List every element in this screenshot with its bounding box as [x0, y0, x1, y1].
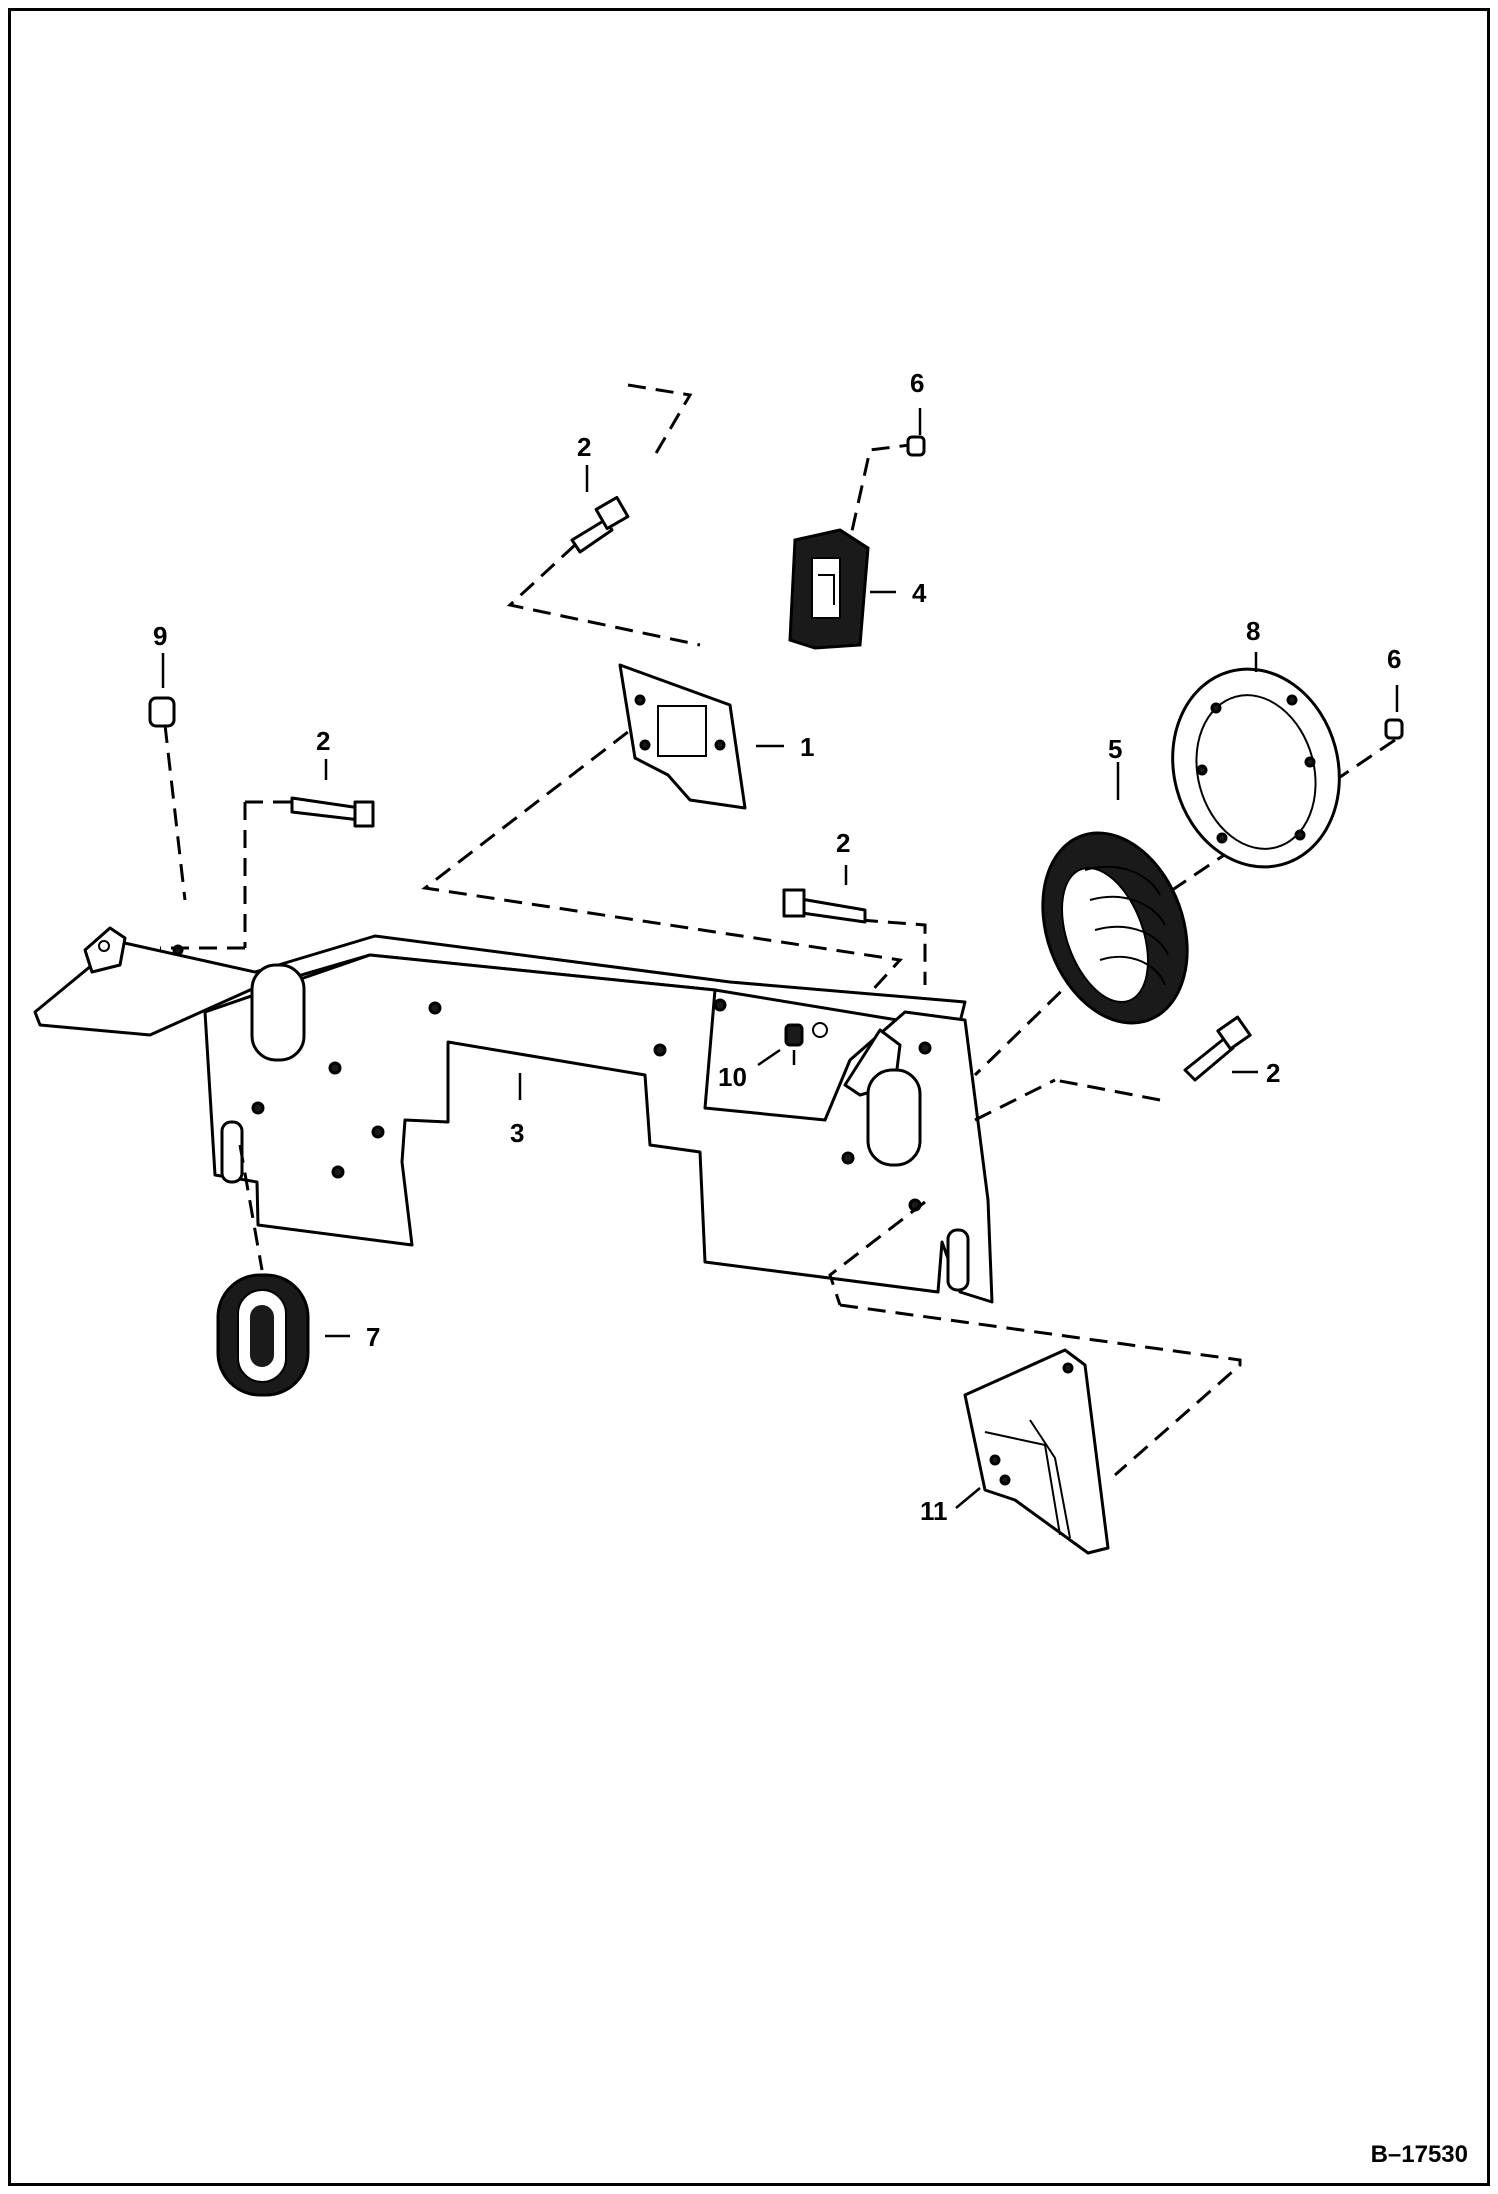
callout-9: 9 — [153, 621, 167, 651]
callout-2-right: 2 — [1266, 1058, 1280, 1088]
fitting-10 — [784, 1023, 804, 1065]
bolt-top — [570, 495, 630, 554]
leader-lines — [161, 408, 1399, 1509]
callout-2-center: 2 — [836, 828, 850, 858]
nut-6-right — [1384, 718, 1404, 740]
nut-6-top — [906, 435, 926, 457]
callout-labels: 1 2 2 2 2 3 4 5 6 6 7 8 9 10 11 — [153, 368, 1401, 1526]
gasket-part-8 — [1171, 667, 1341, 869]
bolt-center — [782, 888, 867, 924]
block-part-4 — [788, 528, 870, 650]
callout-11: 11 — [920, 1496, 948, 1526]
boot-part-5 — [1041, 831, 1189, 1025]
callout-10: 10 — [718, 1062, 747, 1092]
figure-id: B–17530 — [1371, 2141, 1468, 2168]
callout-2-left: 2 — [316, 726, 330, 756]
panel-part-3 — [33, 926, 994, 1304]
callout-7: 7 — [366, 1322, 380, 1352]
assembly-lines — [160, 383, 1396, 1477]
callout-4: 4 — [912, 578, 927, 608]
callout-6-top: 6 — [910, 368, 924, 398]
callout-6-right: 6 — [1387, 644, 1401, 674]
callout-2-top: 2 — [577, 432, 591, 462]
grommet-part-7 — [216, 1273, 310, 1397]
cap-9 — [148, 696, 176, 728]
callout-5: 5 — [1108, 734, 1122, 764]
callout-8: 8 — [1246, 616, 1260, 646]
callout-1: 1 — [800, 732, 814, 762]
bracket-part-11 — [963, 1348, 1110, 1555]
bolt-left — [290, 796, 375, 828]
bolt-right — [1183, 1015, 1252, 1082]
callout-3: 3 — [510, 1118, 524, 1148]
plate-part-1 — [618, 663, 747, 810]
